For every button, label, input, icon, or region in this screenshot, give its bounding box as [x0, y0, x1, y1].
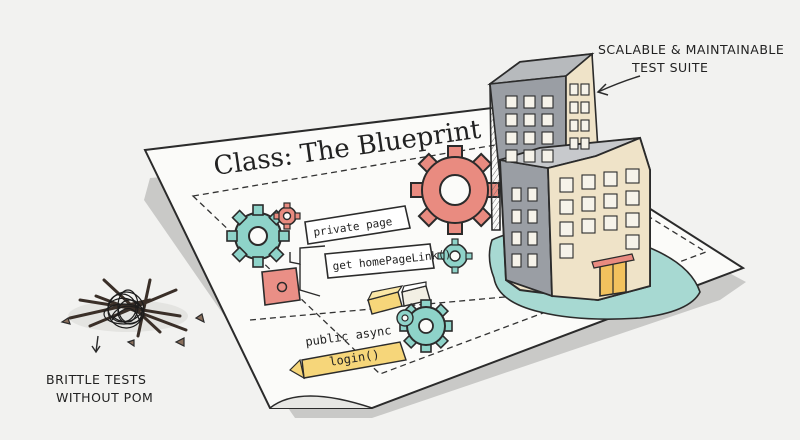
building-window [511, 253, 522, 268]
scalable-callout-line2: TEST SUITE [631, 60, 708, 75]
building-window [541, 95, 554, 109]
building-window [625, 190, 640, 206]
building-window [505, 95, 518, 109]
coral-gear-small [273, 202, 301, 230]
building-window [625, 234, 640, 250]
building-window [511, 187, 522, 202]
building-window [527, 187, 538, 202]
building-window [580, 119, 590, 132]
building-window [523, 113, 536, 127]
scalable-arrowhead [596, 83, 609, 96]
brittle-arrowhead [91, 345, 101, 354]
connector-method [299, 264, 321, 297]
building-windows [505, 83, 640, 268]
building-window [603, 215, 618, 231]
building-window [505, 149, 518, 163]
scalable-callout-line1: SCALABLE & MAINTAINABLE [598, 42, 784, 57]
building-window [580, 137, 590, 150]
building-window [505, 131, 518, 145]
brittle-callout-line1: BRITTLE TESTS [46, 372, 146, 387]
building-window [569, 101, 579, 114]
building-window [541, 131, 554, 145]
building-window [559, 243, 574, 259]
building-window [581, 218, 596, 234]
building-window [527, 231, 538, 246]
scalable-arrow [597, 75, 641, 93]
building-window [581, 196, 596, 212]
paper-curl [269, 395, 373, 409]
teal-gear-small [437, 238, 473, 274]
building-window [511, 231, 522, 246]
building-window [511, 209, 522, 224]
building-window [505, 113, 518, 127]
building-window [523, 131, 536, 145]
building-window [625, 168, 640, 184]
building-window [523, 149, 536, 163]
building-window [527, 209, 538, 224]
building-window [559, 177, 574, 193]
teal-gear-bottom-small [396, 309, 414, 327]
login-highlight [301, 341, 407, 379]
teal-gear-large [226, 204, 290, 268]
building-window [581, 174, 596, 190]
building-window [603, 171, 618, 187]
building-window [541, 149, 554, 163]
building-window [527, 253, 538, 268]
building-window [569, 83, 579, 96]
coral-box-dot [276, 281, 288, 293]
building-window [569, 119, 579, 132]
brittle-callout-line2: WITHOUT POM [56, 390, 153, 405]
teal-gear-bottom [399, 299, 453, 353]
coral-class-box [261, 267, 301, 306]
building-window [569, 137, 579, 150]
brittle-arrow [95, 335, 99, 353]
building-window [625, 212, 640, 228]
brittle-tests-nest [60, 278, 205, 348]
property-box [304, 205, 411, 245]
method-box [324, 243, 435, 279]
building-window [580, 83, 590, 96]
building-window [559, 199, 574, 215]
building-window [580, 101, 590, 114]
yellow-blocks [366, 281, 431, 315]
pencil-tip [289, 358, 305, 380]
building-window [541, 113, 554, 127]
building-window [559, 221, 574, 237]
class-frame-dashed [191, 139, 708, 375]
building-window [603, 193, 618, 209]
building-window [523, 95, 536, 109]
coral-gear-large [410, 145, 500, 235]
